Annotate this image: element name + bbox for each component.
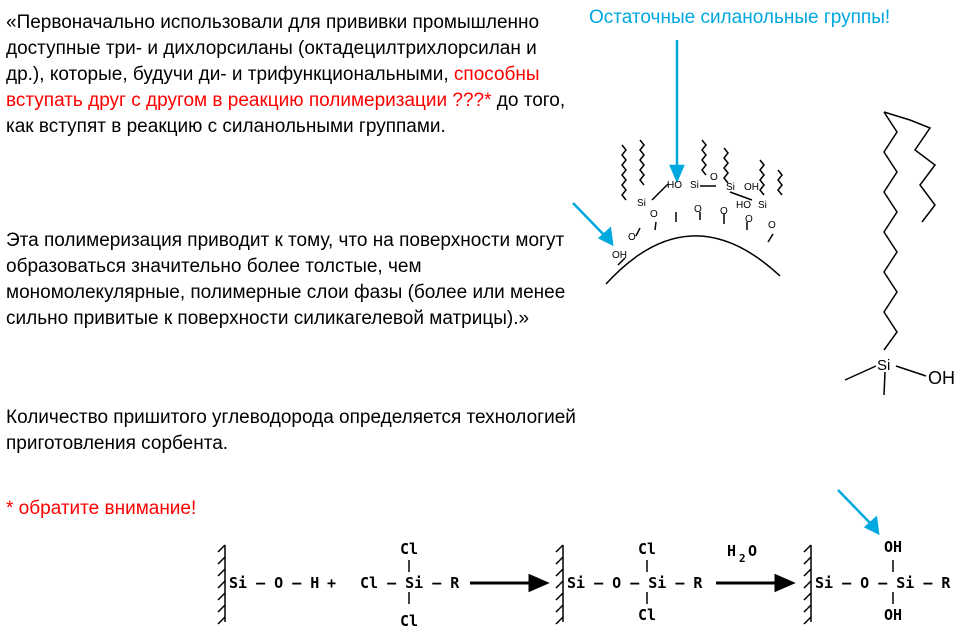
product2-main: Si – O – Si – R [815,574,951,592]
alkyl-chain [639,139,645,186]
surface-arc [605,235,781,285]
surface-bond [654,221,657,231]
plus-sign: + [327,574,336,592]
attention-note: * обратите внимание! [6,498,197,519]
surface-bond [635,227,641,237]
arrow-product-oh-head [863,515,880,536]
reactant-cl-top: Cl [400,540,418,558]
methyl-bond [844,365,877,381]
surface-hatch [217,544,226,625]
surface-ho-label: HO [667,180,682,191]
reactant-cl-bottom: Cl [400,612,418,630]
reaction-arrows [470,573,796,593]
paragraph-polymerization: Эта полимеризация приводит к тому, что н… [6,230,566,329]
alkyl-chain [701,139,707,176]
paragraph-grafting: «Первоначально использовали для прививки… [6,10,576,140]
surface-hatch [555,544,564,625]
surface-ho-label: HO [736,200,751,211]
arrow-surface-oh-head [597,226,614,247]
molecule-labels: Si OH [877,357,955,388]
surface-si-label: Si [726,182,735,193]
surface-labels: OH Si O O HO Si O Si OH O O HO Si O O [612,172,776,261]
surface-bond [767,233,774,243]
surface-o-label: O [768,220,776,231]
arrow-surface-oh [572,202,607,238]
reaction-arrow-1-head [528,573,550,593]
surface-hatch [803,544,812,625]
surface-bond [617,257,626,266]
reactant-chlorosilane: Cl – Si – R [360,574,460,592]
silica-surface [605,139,783,285]
reagent-water-h: H [727,542,736,560]
alkyl-chain [759,159,765,196]
surface-si-label: Si [758,200,767,211]
siloxane-bond [729,191,753,201]
surface-o-label: O [694,204,702,215]
surface-o-label: O [628,232,636,243]
alkyl-zigzag-upper [883,111,937,223]
surface-o-label: O [710,172,718,183]
alkyl-zigzag [883,111,898,351]
surface-si-label: Si [637,198,646,209]
alkyl-chain [621,144,627,201]
alkyl-chain [723,147,729,184]
cyan-arrows [572,40,880,536]
reactant-silanol: Si – O – H [229,574,319,592]
surface-oh-label: OH [612,250,627,261]
surface-o-label: O [720,206,728,217]
polymerization-highlight: способны вступать друг с другом в реакци… [6,64,540,111]
paragraph-hydrocarbon-amount: Количество пришитого углеводорода опреде… [6,407,576,454]
siloxane-bond [651,183,669,201]
surface-o-label: O [650,209,658,220]
reagent-water-sub: 2 [739,552,746,565]
reaction-arrow-2-head [774,573,796,593]
product2-oh-bottom: OH [884,606,902,624]
residual-silanol-label: Остаточные силанольные группы! [589,7,891,28]
product1-main: Si – O – Si – R [567,574,703,592]
octadecyl-silane-molecule [844,111,937,396]
surface-oh-label: OH [744,182,759,193]
molecule-oh-label: OH [928,368,955,388]
arrow-residual-down-head [669,164,685,184]
molecule-si-label: Si [877,357,890,374]
alkyl-chain [777,169,783,196]
reaction-labels: Si – O – H + Cl Cl – Si – R Cl Cl Si – O… [229,538,951,630]
surface-si-label: Si [690,180,699,191]
reagent-water-o: O [748,542,757,560]
product2-oh-top: OH [884,538,902,556]
arrow-product-oh [837,489,873,526]
paragraph-grafting-start: «Первоначально использовали для прививки… [6,12,540,85]
product1-cl-bottom: Cl [638,606,656,624]
surface-o-label: O [745,214,753,225]
reaction-surfaces [217,544,894,625]
paragraph-grafting-end: до того, как вступят в реакцию с силанол… [6,90,566,137]
si-oh-bond [895,365,927,377]
methyl-bond [883,371,886,396]
product1-cl-top: Cl [638,540,656,558]
